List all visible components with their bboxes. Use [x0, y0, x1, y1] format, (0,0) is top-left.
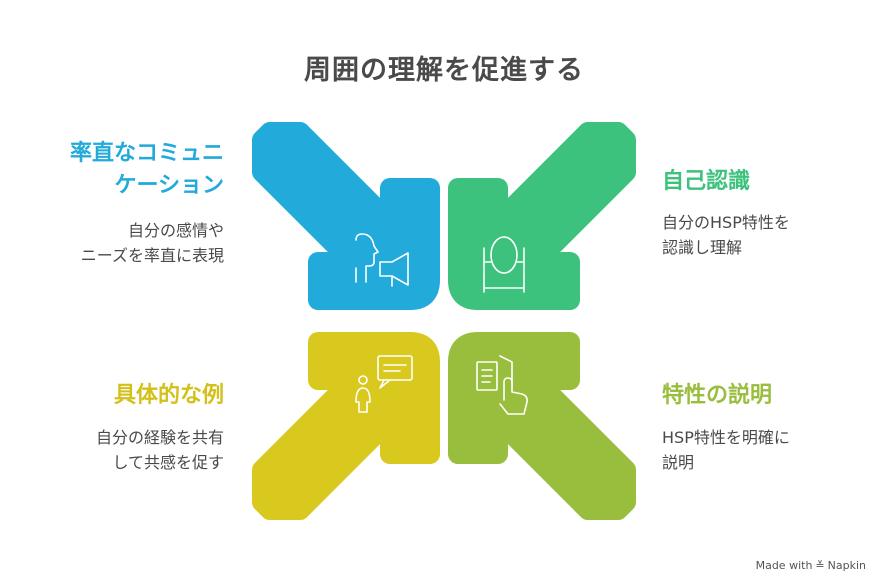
desc-line: 自分の感情や	[127, 221, 224, 240]
arrow-bottom-right	[448, 332, 636, 520]
napkin-logo-icon: ≚	[815, 559, 825, 572]
heading-line: 具体的な例	[113, 383, 224, 408]
heading-line: 特性の説明	[662, 383, 773, 408]
heading-communication: 率直なコミュニ ケーション	[70, 138, 224, 202]
heading-trait-explanation: 特性の説明	[662, 380, 772, 412]
hand-pointing-document-icon	[476, 355, 528, 415]
desc-line: ニーズを率直に表現	[80, 246, 224, 265]
arrow-bottom-left	[252, 332, 440, 520]
heading-line: 率直なコミュニ	[69, 141, 224, 166]
napkin-watermark: Made with≚Napkin	[756, 559, 866, 572]
desc-concrete-examples: 自分の経験を共有 して共感を促す	[96, 425, 224, 475]
heading-self-awareness: 自己認識	[662, 166, 750, 198]
heading-line: 自己認識	[662, 169, 751, 194]
brand-text: Napkin	[827, 559, 866, 572]
desc-line: HSP特性を明確に	[662, 428, 790, 447]
desc-self-awareness: 自分のHSP特性を 認識し理解	[662, 210, 790, 260]
page-title: 周囲の理解を促進する	[304, 55, 584, 86]
desc-line: 認識し理解	[662, 238, 743, 257]
desc-line: 自分の経験を共有	[95, 428, 224, 447]
desc-line: 自分のHSP特性を	[662, 213, 790, 232]
arrow-top-left	[252, 122, 440, 310]
heading-line: ケーション	[114, 173, 224, 198]
desc-trait-explanation: HSP特性を明確に 説明	[662, 425, 790, 475]
desc-line: して共感を促す	[112, 453, 224, 472]
heading-concrete-examples: 具体的な例	[114, 380, 224, 412]
mirror-icon	[483, 236, 525, 293]
person-speech-bubble-icon	[355, 355, 413, 413]
desc-communication: 自分の感情や ニーズを率直に表現	[81, 218, 224, 268]
made-with-text: Made with	[755, 559, 813, 572]
speaking-megaphone-icon	[355, 233, 409, 287]
arrow-top-right	[448, 122, 636, 310]
desc-line: 説明	[662, 453, 695, 472]
